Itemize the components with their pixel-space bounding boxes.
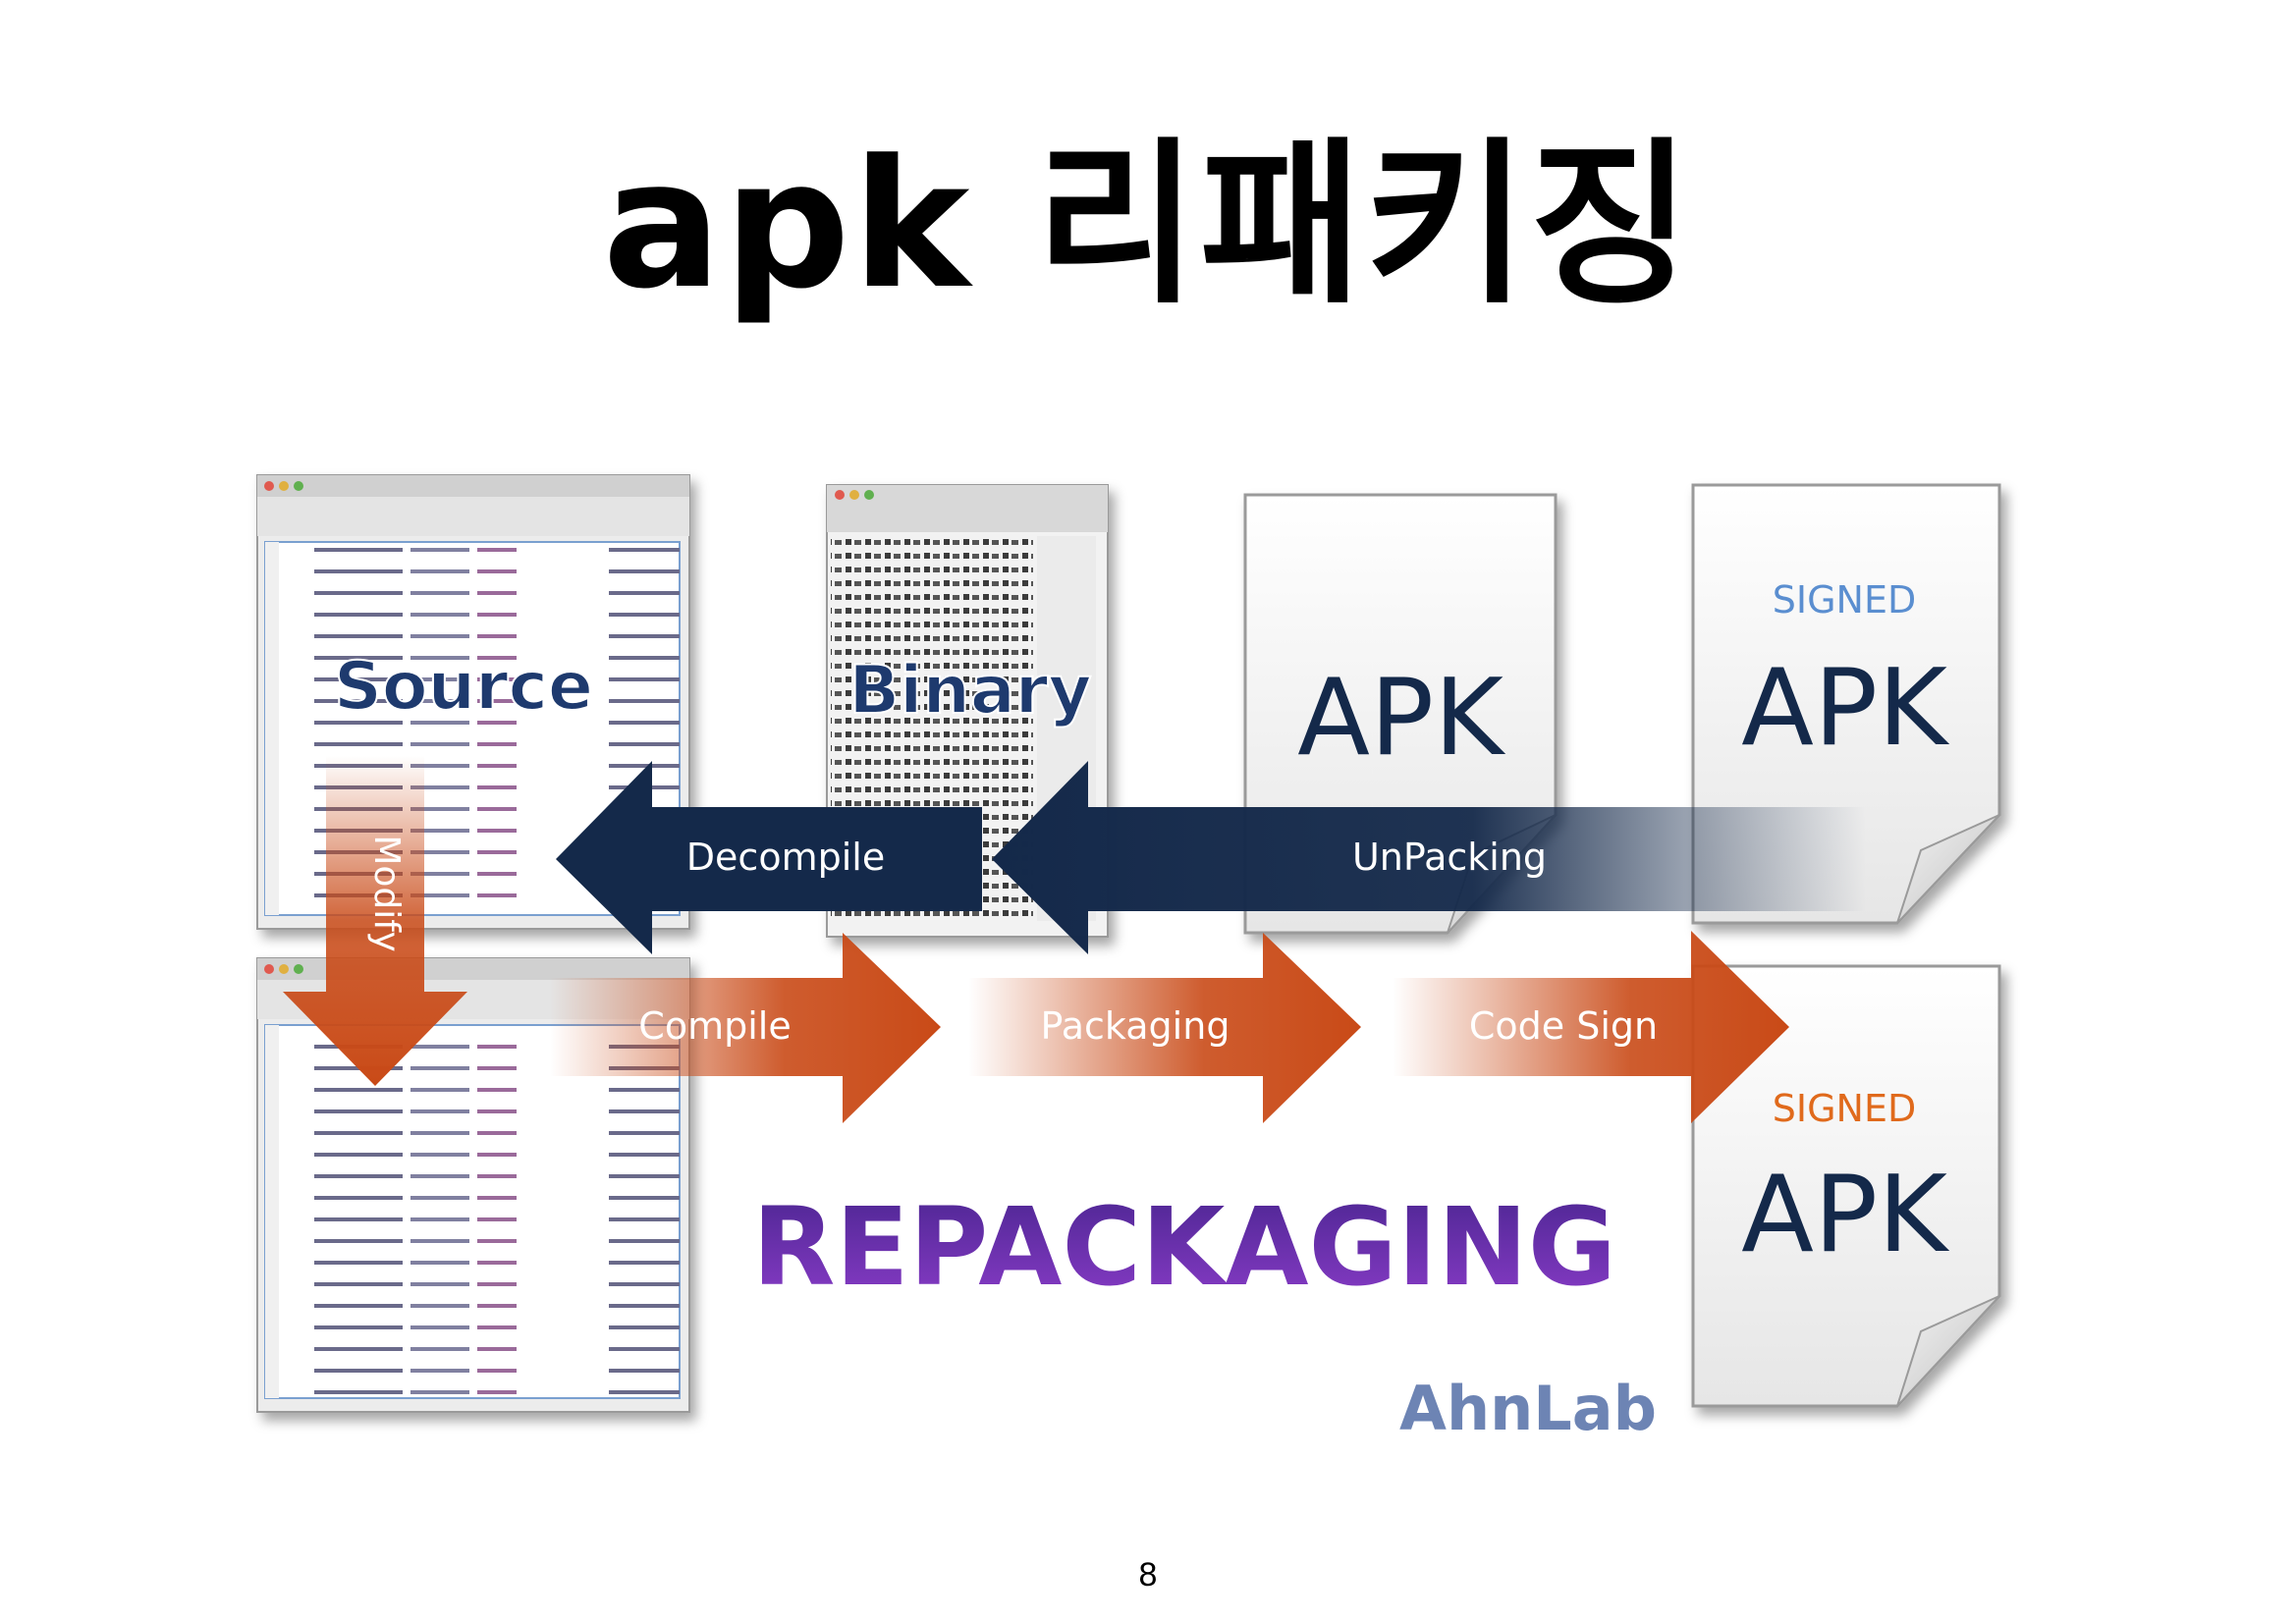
compile-arrow xyxy=(550,933,941,1123)
code-sign-label: Code Sign xyxy=(1469,1004,1658,1048)
signed-label-bottom: SIGNED xyxy=(1773,1087,1916,1130)
binary-label: Binary xyxy=(848,652,1091,730)
modify-label: Modify xyxy=(366,835,407,951)
page-number: 8 xyxy=(1138,1556,1158,1594)
signed-apk-document-bottom xyxy=(1691,964,2001,1408)
signed-apk-label-bottom: APK xyxy=(1741,1154,1950,1276)
apk-label: APK xyxy=(1297,657,1506,780)
compile-label: Compile xyxy=(638,1004,791,1048)
signed-label-top: SIGNED xyxy=(1773,578,1916,622)
modify-arrow xyxy=(283,756,467,1086)
unpacking-label: UnPacking xyxy=(1352,836,1547,879)
repackaging-label: REPACKAGING xyxy=(752,1184,1616,1310)
ahnlab-logo: AhnLab xyxy=(1399,1373,1657,1444)
close-dot-icon xyxy=(264,481,274,491)
packaging-arrow xyxy=(968,933,1361,1123)
signed-apk-label-top: APK xyxy=(1741,647,1950,770)
minimize-dot-icon xyxy=(279,481,289,491)
unpacking-arrow xyxy=(992,761,1866,954)
decompile-label: Decompile xyxy=(686,836,885,879)
packaging-label: Packaging xyxy=(1041,1004,1230,1048)
source-label: Source xyxy=(334,648,593,726)
maximize-dot-icon xyxy=(294,481,303,491)
code-sign-arrow xyxy=(1393,931,1789,1123)
ide-screenshot-top xyxy=(256,474,690,930)
slide-title: apk 리패키징 xyxy=(602,123,1694,328)
decompile-arrow xyxy=(556,761,982,954)
